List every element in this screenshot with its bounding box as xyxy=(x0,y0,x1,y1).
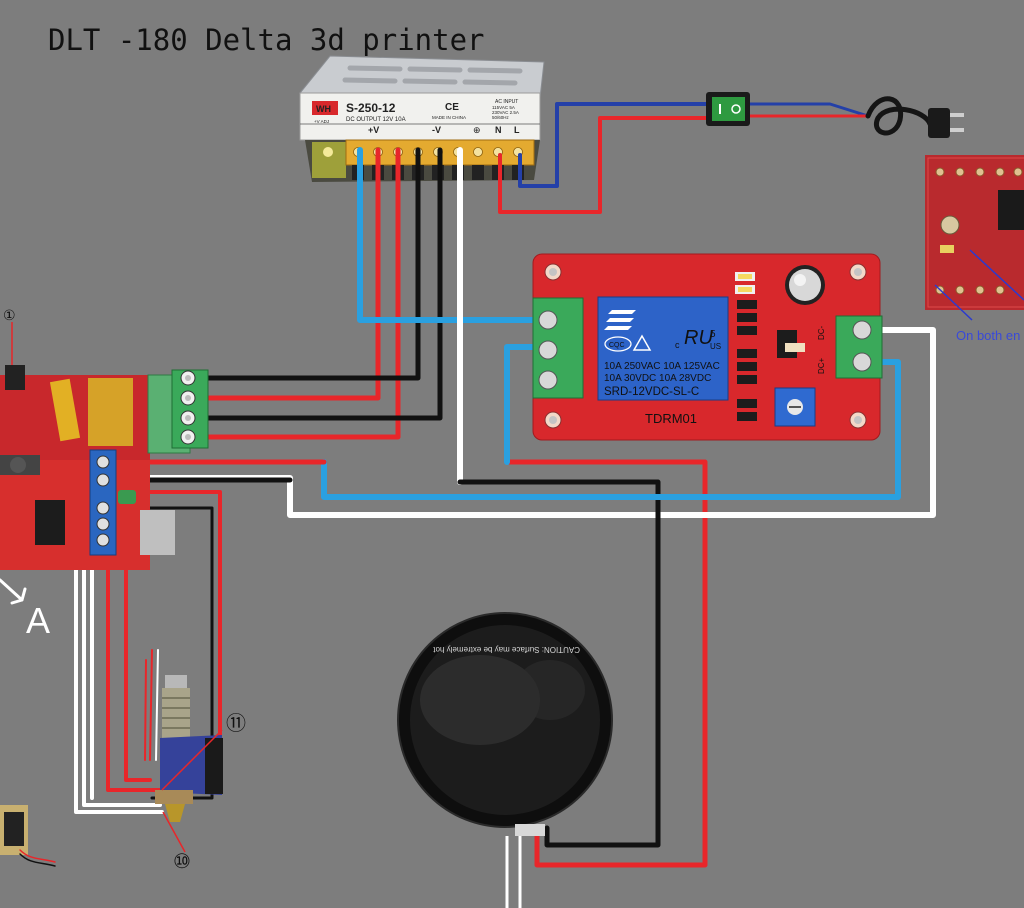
heatbed: CAUTION: Surface may be extremely hot xyxy=(397,612,613,908)
relay-pin-dc-minus: DC- xyxy=(817,325,826,340)
psu-terminal-pos: +V xyxy=(368,125,379,135)
wire-relay-control-blue xyxy=(321,359,901,500)
relay-model: SRD-12VDC-SL-C xyxy=(604,386,699,398)
diagram-title: DLT -180 Delta 3d printer xyxy=(48,23,485,57)
heatbed-caution: CAUTION: Surface may be extremely hot xyxy=(433,645,580,654)
callout-a: A xyxy=(26,600,50,641)
stepper-driver-module: On both en xyxy=(925,155,1024,343)
hotend: ⑪ ⑩ xyxy=(144,649,246,873)
psu-terminal-l: L xyxy=(514,125,520,135)
relay-module: NO COM NC CQC c RU US 5 10A 250VAC 10A 1… xyxy=(532,253,883,441)
relay-ul-number: 5 xyxy=(710,329,716,340)
wire-12v-neg-1 xyxy=(185,147,421,381)
callout-11: ⑪ xyxy=(226,711,246,735)
psu-output-rating: DC OUTPUT 12V 10A xyxy=(346,117,406,123)
callout-10: ⑩ xyxy=(173,849,191,873)
psu-input-line-2: 230VAC 2.5A xyxy=(492,110,519,115)
psu-terminal-ground: ⊕ xyxy=(473,125,481,135)
psu-input-label: AC INPUT xyxy=(495,99,518,105)
relay-body xyxy=(597,296,729,401)
wire-ac-live-red xyxy=(498,116,710,214)
wire-12v-pos-2 xyxy=(185,147,401,440)
wire-relay-com-blue xyxy=(357,147,551,323)
psu-adj-label: +V ADJ xyxy=(314,119,329,124)
psu-terminal-neg: -V xyxy=(432,125,441,135)
psu-ce-mark: CE xyxy=(445,102,459,113)
psu-terminal-n: N xyxy=(495,125,502,135)
relay-ul-mark: RU xyxy=(684,327,713,349)
wire-ac-neutral-blue xyxy=(518,102,710,188)
relay-rating-1: 10A 250VAC 10A 125VAC xyxy=(604,361,720,372)
relay-c-mark: c xyxy=(675,340,680,350)
relay-rating-2: 10A 30VDC 10A 28VDC xyxy=(604,373,711,384)
relay-pin-dc-plus: DC+ xyxy=(817,357,826,374)
psu-made-in: MADE IN CHINA xyxy=(432,115,466,120)
psu-brand: WH xyxy=(316,104,331,114)
power-switch xyxy=(706,92,750,126)
wire-12v-neg-2 xyxy=(185,147,443,421)
relay-board-label: TDRM01 xyxy=(645,411,697,426)
psu-vent-slots xyxy=(342,65,523,86)
psu-input-line-3: 50/60Hz xyxy=(492,115,510,120)
relay-us-mark: US xyxy=(710,342,721,351)
wire-hotend-red-3 xyxy=(106,538,152,792)
wire-12v-pos-1 xyxy=(185,147,381,401)
psu-input-line-1: 115VAC 5A xyxy=(492,105,515,110)
mains-plug xyxy=(865,96,964,138)
controller-board: ① A xyxy=(0,308,209,641)
power-supply: WH S-250-12 DC OUTPUT 12V 10A CE MADE IN… xyxy=(298,55,545,182)
wire-mains-blue xyxy=(746,102,870,118)
cooling-fan xyxy=(0,805,56,867)
wire-heatbed-black xyxy=(457,479,661,848)
callout-on-both-ends: On both en xyxy=(956,328,1020,343)
psu-model: S-250-12 xyxy=(346,101,396,115)
relay-cert-mark: CQC xyxy=(609,342,625,349)
callout-1: ① xyxy=(3,308,16,324)
